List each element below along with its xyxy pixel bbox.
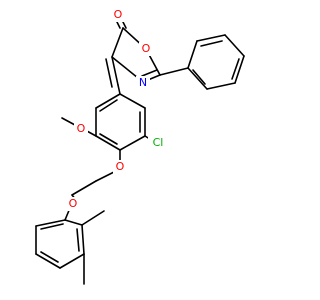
bond-central-ring-inner-2 bbox=[99, 133, 118, 145]
bond-lower-ring-6 bbox=[35, 219, 66, 227]
bond-lower-ring-inner-1 bbox=[76, 228, 80, 252]
bond-central-ring-inner-3 bbox=[99, 99, 118, 112]
bond-central-ring-3 bbox=[119, 135, 146, 151]
mask-o-ether-upper bbox=[113, 160, 127, 174]
atom-o-ether-lower: O bbox=[69, 197, 78, 210]
bond-ortho-methyl bbox=[81, 210, 105, 226]
atom-cl: Cl bbox=[153, 136, 164, 149]
bond-phenyl-inner-3 bbox=[192, 69, 206, 85]
bond-lower-ring-4 bbox=[35, 253, 61, 269]
bond-phenyl-1 bbox=[187, 40, 198, 69]
bond-oether-ch2 bbox=[95, 171, 115, 182]
mask-o-ring bbox=[139, 42, 153, 56]
atom-o-methoxy: O bbox=[77, 122, 86, 135]
molecule-canvas: O N O Cl O O O bbox=[35, 8, 245, 285]
bond-central-ring-6 bbox=[95, 93, 121, 109]
atom-o-ring: O bbox=[142, 42, 151, 55]
bond-oxazolone-c5-c4 bbox=[111, 27, 124, 58]
atom-n-oxazole: N bbox=[139, 76, 147, 89]
bond-lower-ring-inner-2 bbox=[40, 251, 59, 263]
bond-phenyl-inner-1 bbox=[200, 40, 223, 47]
chemical-structure-diagram: O N O Cl O O O bbox=[35, 8, 245, 285]
bond-lower-ring-1 bbox=[64, 219, 83, 226]
mask-o-carbonyl bbox=[111, 8, 125, 22]
bond-lower-ring-inner-3 bbox=[40, 223, 64, 230]
bond-exocyclic-double bbox=[105, 58, 113, 88]
bond-exocyclic bbox=[111, 56, 119, 86]
bond-c2-phenyl bbox=[159, 67, 189, 76]
bond-lines bbox=[35, 19, 245, 285]
mask-n-oxazole bbox=[136, 76, 150, 90]
bond-oxazolone-c2-n3-double bbox=[141, 69, 158, 77]
bond-central-ring-4 bbox=[95, 135, 121, 151]
mask-o-methoxy bbox=[74, 122, 88, 136]
bond-lower-ring-3 bbox=[59, 253, 85, 269]
atom-labels: O N O Cl O O O bbox=[66, 8, 168, 211]
bond-phenyl-4 bbox=[234, 55, 245, 84]
bond-ch-benzene bbox=[117, 84, 121, 95]
atom-o-carbonyl: O bbox=[114, 8, 123, 21]
bond-ch2-ch2 bbox=[71, 180, 97, 196]
bond-lower-ring-2 bbox=[81, 224, 85, 255]
bond-central-ring-1 bbox=[119, 93, 146, 109]
atom-o-ether-upper: O bbox=[116, 160, 125, 173]
bond-phenyl-5 bbox=[206, 82, 236, 90]
bond-phenyl-3 bbox=[224, 34, 245, 57]
mask-o-ether-lower bbox=[66, 197, 80, 211]
bond-phenyl-2 bbox=[196, 34, 226, 42]
bond-phenyl-inner-2 bbox=[231, 58, 240, 80]
bond-phenyl-6 bbox=[187, 67, 208, 90]
bond-o-me bbox=[61, 117, 76, 126]
mask-cl bbox=[148, 136, 168, 150]
